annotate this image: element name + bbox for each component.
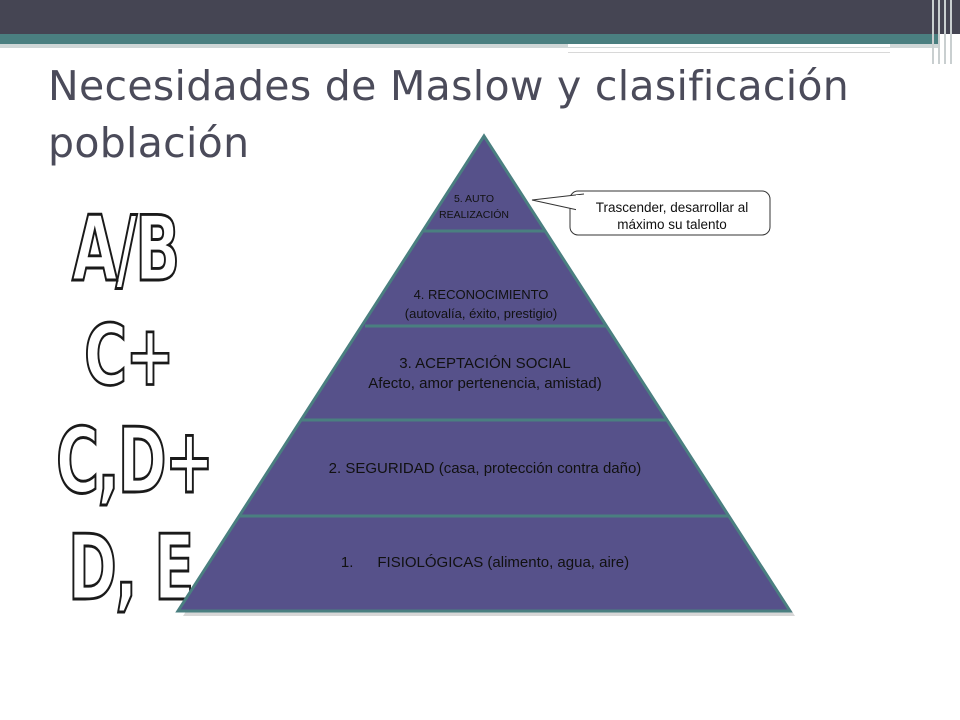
class-label-c-d-plus: C,D+ (55, 407, 215, 516)
class-label-d-e: D, E (67, 514, 195, 623)
level-1-number: 1. (340, 554, 354, 571)
level-5-line2: REALIZACIÓN (438, 209, 509, 221)
level-3-line1: 3. ACEPTACIÓN SOCIAL (399, 355, 571, 372)
callout-bubble (531, 190, 771, 236)
level-4-line1: 4. RECONOCIMIENTO (413, 287, 549, 302)
accent-line (568, 44, 890, 47)
accent-line-thin (568, 52, 890, 53)
level-3-line2: Afecto, amor pertenencia, amistad) (368, 375, 602, 392)
top-bar (0, 0, 960, 34)
pyramid-outline (175, 133, 793, 613)
level-1-label: 1. FISIOLÓGICAS (alimento, agua, aire) (270, 553, 700, 573)
level-3-label: 3. ACEPTACIÓN SOCIAL Afecto, amor perten… (320, 354, 650, 394)
level-2-label: 2. SEGURIDAD (casa, protección contra da… (270, 459, 700, 479)
class-label-ab: A/B (71, 195, 181, 304)
level-2-line1: 2. SEGURIDAD (casa, protección contra da… (328, 460, 642, 477)
level-4-label: 4. RECONOCIMIENTO (autovalía, éxito, pre… (370, 285, 592, 323)
level-5-line1: 5. AUTO (453, 193, 495, 205)
light-bar (0, 44, 940, 48)
level-1-text: FISIOLÓGICAS (alimento, agua, aire) (377, 554, 630, 571)
callout-text: Trascender, desarrollar al máximo su tal… (595, 200, 749, 232)
teal-bar (0, 34, 940, 44)
class-label-c-plus: C+ (83, 305, 176, 406)
pyramid-body (178, 136, 790, 611)
level-5-label: 5. AUTO REALIZACIÓN (414, 191, 534, 223)
corner-stripes (928, 0, 960, 64)
level-4-line2: (autovalía, éxito, prestigio) (404, 306, 558, 321)
slide-title: Necesidades de Maslow y clasificación po… (48, 62, 850, 167)
